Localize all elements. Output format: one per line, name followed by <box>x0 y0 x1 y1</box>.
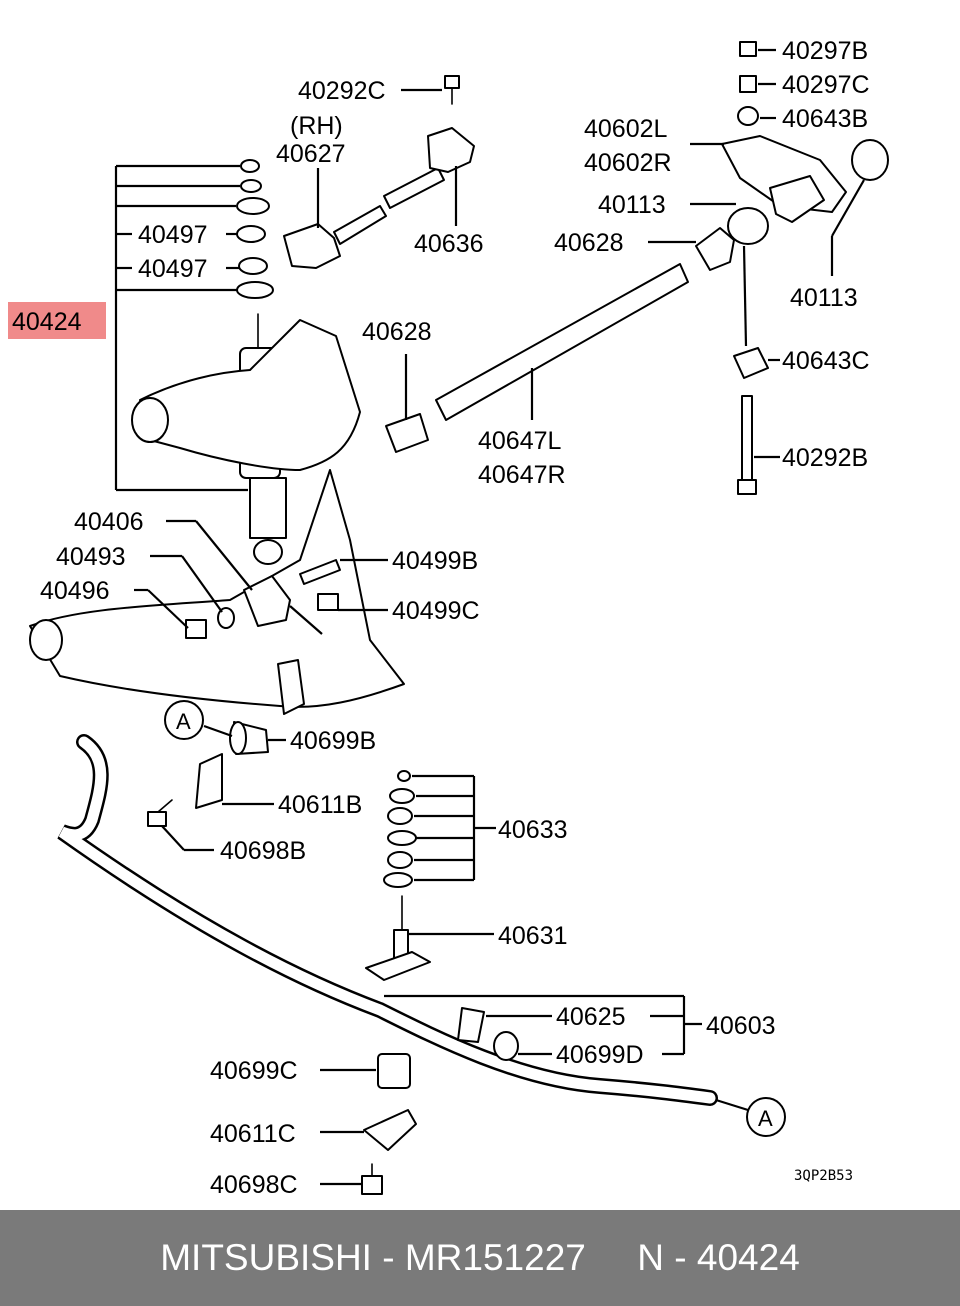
callout-a-lower: A <box>758 1106 773 1131</box>
label-40699b: 40699B <box>290 727 376 755</box>
label-40643b: 40643B <box>782 105 868 133</box>
label-40631: 40631 <box>498 922 568 950</box>
label-40698c: 40698C <box>210 1171 298 1199</box>
label-40297c: 40297C <box>782 71 870 99</box>
footer-bar: MITSUBISHI - MR151227 N - 40424 <box>0 1210 960 1306</box>
label-40636: 40636 <box>414 230 484 258</box>
label-rh: (RH) <box>290 112 343 140</box>
parts-diagram: 40292C (RH) 40627 40636 40497 40497 4042… <box>8 37 889 1199</box>
highlight-box <box>8 302 106 339</box>
callout-a-upper: A <box>176 709 191 734</box>
label-40643c: 40643C <box>782 347 870 375</box>
label-40113-a: 40113 <box>598 191 666 219</box>
gap <box>586 1237 637 1279</box>
label-40292c: 40292C <box>298 77 386 105</box>
label-40647r: 40647R <box>478 461 566 489</box>
part-number: MR151227 <box>404 1237 586 1278</box>
label-40603: 40603 <box>706 1012 776 1040</box>
label-40406: 40406 <box>74 508 144 536</box>
label-40647l: 40647L <box>478 427 562 455</box>
label-40602l: 40602L <box>584 115 668 143</box>
label-40633: 40633 <box>498 816 568 844</box>
label-40499c: 40499C <box>392 597 480 625</box>
label-40625: 40625 <box>556 1003 626 1031</box>
diagram-code: 3QP2B53 <box>794 1168 853 1184</box>
ref-number: 40424 <box>696 1237 800 1278</box>
label-40499b: 40499B <box>392 547 478 575</box>
label-40602r: 40602R <box>584 149 672 177</box>
label-40627: 40627 <box>276 140 346 168</box>
label-40497-a: 40497 <box>138 221 208 249</box>
label-40292b: 40292B <box>782 444 868 472</box>
label-40424: 40424 <box>12 308 82 336</box>
ref-prefix: N - <box>637 1237 697 1278</box>
leader-lines <box>114 48 865 1186</box>
label-40698b: 40698B <box>220 837 306 865</box>
label-40611c: 40611C <box>210 1120 296 1148</box>
label-40497-b: 40497 <box>138 255 208 283</box>
label-40611b: 40611B <box>278 791 362 819</box>
label-40493: 40493 <box>56 543 126 571</box>
label-40628-a: 40628 <box>554 229 624 257</box>
label-40297b: 40297B <box>782 37 868 65</box>
part-labels: 40292C (RH) 40627 40636 40497 40497 4042… <box>12 37 870 1199</box>
label-40496: 40496 <box>40 577 110 605</box>
label-40699c: 40699C <box>210 1057 298 1085</box>
parts-artwork <box>29 41 889 1195</box>
brand-name: MITSUBISHI <box>160 1237 372 1278</box>
separator: - <box>371 1237 405 1278</box>
label-40628-b: 40628 <box>362 318 432 346</box>
label-40113-b: 40113 <box>790 284 858 312</box>
label-40699d: 40699D <box>556 1041 644 1069</box>
